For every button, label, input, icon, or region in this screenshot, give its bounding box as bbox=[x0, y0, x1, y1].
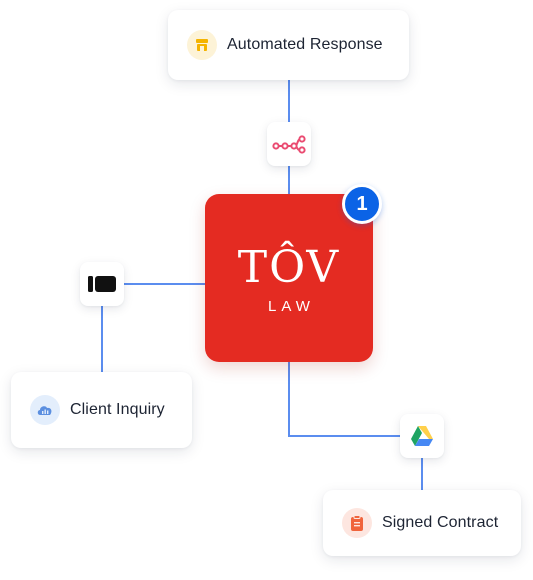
connector-bottom bbox=[288, 362, 423, 490]
notification-badge: 1 bbox=[342, 184, 382, 224]
client-inquiry-label: Client Inquiry bbox=[70, 401, 165, 418]
n8n-node[interactable] bbox=[267, 122, 311, 166]
automated-response-card[interactable]: Automated Response bbox=[168, 10, 409, 80]
google-drive-node[interactable] bbox=[400, 414, 444, 458]
logo-subtitle: LAW bbox=[268, 297, 315, 315]
store-icon bbox=[187, 30, 217, 60]
signed-contract-card[interactable]: Signed Contract bbox=[323, 490, 521, 556]
signed-contract-label: Signed Contract bbox=[382, 514, 499, 531]
automated-response-label: Automated Response bbox=[227, 36, 383, 53]
client-inquiry-card[interactable]: Client Inquiry bbox=[11, 372, 192, 448]
tov-law-logo: TÔV LAW bbox=[205, 194, 373, 362]
clipboard-icon bbox=[342, 508, 372, 538]
logo-wordmark: TÔV bbox=[237, 241, 341, 293]
intercom-icon bbox=[88, 276, 116, 292]
n8n-workflow-icon bbox=[272, 135, 306, 154]
intercom-node[interactable] bbox=[80, 262, 124, 306]
google-drive-icon bbox=[411, 426, 433, 446]
cloud-chart-icon bbox=[30, 395, 60, 425]
